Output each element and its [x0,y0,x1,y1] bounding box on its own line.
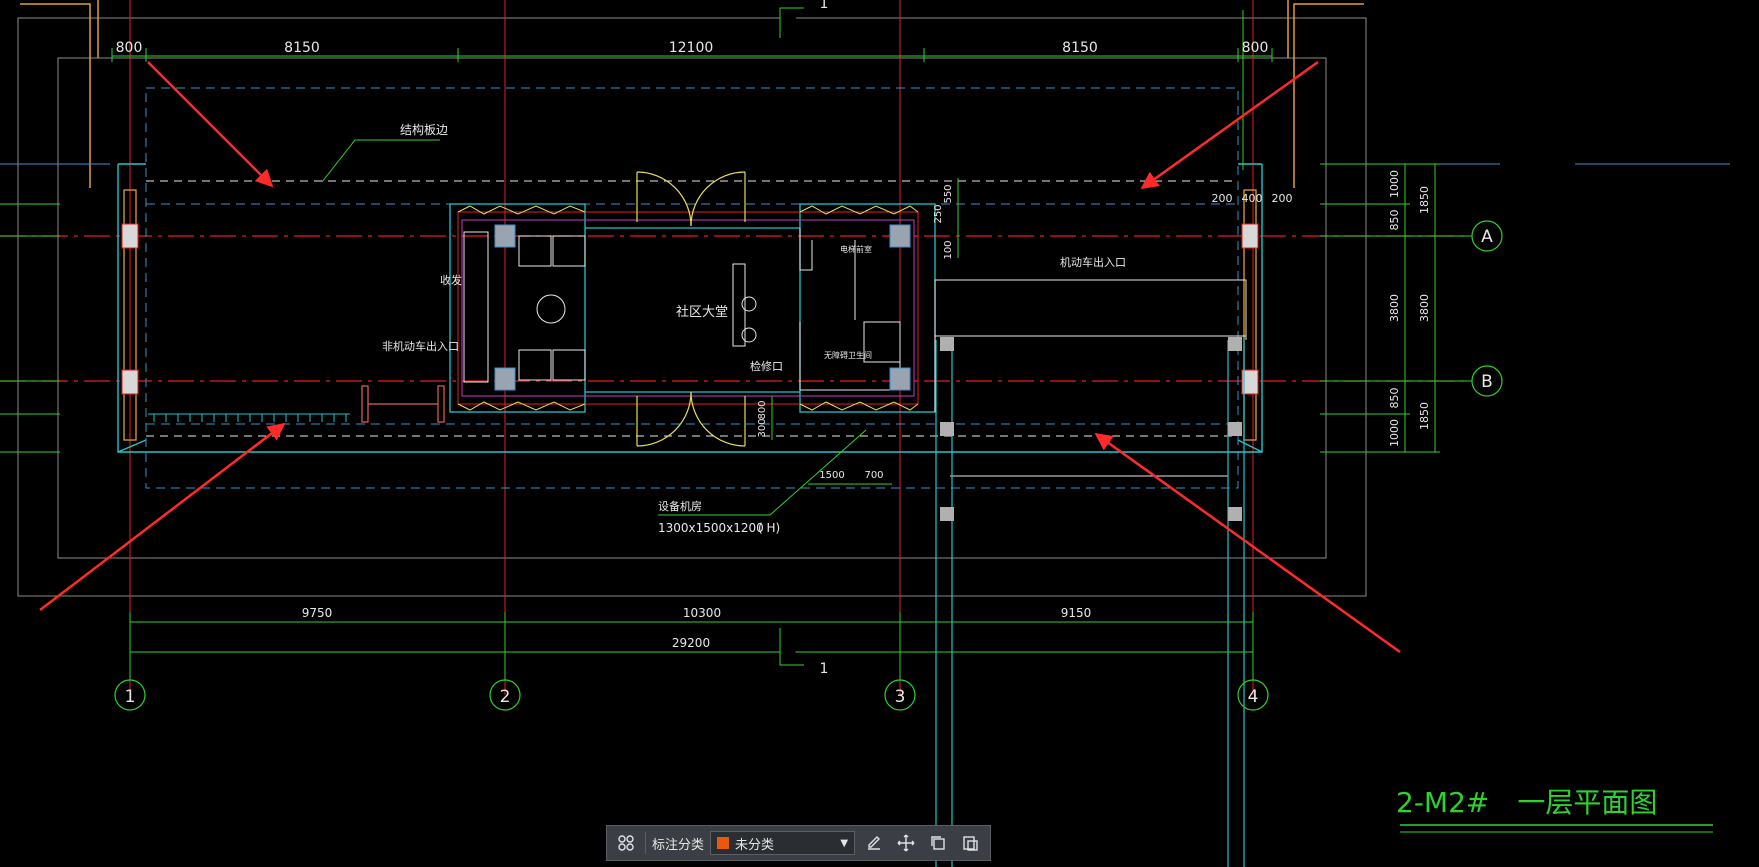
grid-bubble-labels-rows: A B [1481,227,1493,392]
end-columns [121,223,1259,395]
central-columns [494,224,911,391]
tr-dim-2: 200 [1272,192,1293,205]
drawing-title-block: 2-M2# 一层平面图 [1396,786,1713,833]
chevron-down-icon: ▼ [840,837,849,849]
right-dim-inner-0: 1850 [1418,186,1431,214]
category-label: 标注分类 [652,837,705,853]
grid-row-b: B [1481,372,1493,392]
paste-icon[interactable] [957,830,983,856]
entrance-doors [636,171,746,447]
label-toilet: 无障碍卫生间 [824,350,872,360]
bottom-dim-0: 9750 [302,606,333,620]
right-dim-1: 850 [1388,210,1401,231]
edit-icon[interactable] [861,830,887,856]
dim-250: 250 [933,204,944,223]
tr-dim-0: 200 [1212,192,1233,205]
top-dim-3: 8150 [1062,40,1098,56]
label-non-motor-entry: 非机动车出入口 [382,339,459,353]
end-walls [123,189,1257,441]
orange-structure [20,0,1364,188]
dim-300: 300 [757,418,768,437]
bottom-dimension-lines [129,612,1254,666]
top-dim-2: 12100 [669,40,714,56]
dim-100: 100 [943,240,954,259]
grid-bubbles-columns [114,630,1269,711]
bottom-dim-2: 9150 [1061,606,1092,620]
category-select[interactable]: 未分类 ▼ [710,831,856,855]
bottom-dimension-labels: 9750 10300 9150 29200 1 [302,606,1092,677]
category-color-swatch [717,837,730,849]
grid-bubble-labels-columns: 1 2 3 4 [125,687,1259,707]
small-dims: 550 100 250 300 800 1500 700 [757,184,954,481]
bottom-dim-1: 10300 [683,606,721,620]
leader-lines [321,139,867,516]
move-icon[interactable] [893,830,919,856]
grid-col-3: 3 [895,687,906,707]
small-dim-lines [771,178,959,485]
toolbar-separator [645,832,646,854]
structure-edge-dashed [145,87,1239,489]
label-small-room: 电梯前室 [840,244,872,254]
room-labels: 结构板边 社区大堂 收发 非机动车出入口 机动车出入口 检修口 设备机房 130… [382,122,1126,535]
drawing-title: 2-M2# 一层平面图 [1396,786,1657,819]
dim-800: 800 [757,400,768,419]
grid-col-2: 2 [500,687,511,707]
label-community-hall: 社区大堂 [676,304,728,320]
grid-row-a: A [1481,227,1493,247]
top-dim-0: 800 [116,40,143,56]
label-maintenance: 检修口 [750,359,783,373]
bottom-marker: 1 [820,661,829,677]
top-dim-1: 8150 [284,40,320,56]
grid-axis-vertical [129,0,1254,695]
building-outline [117,163,1263,453]
dim-1500: 1500 [819,470,844,481]
copy-icon[interactable] [925,830,951,856]
outer-frames [17,17,1367,597]
label-equipment-room: 设备机房 [658,499,702,513]
dim-550: 550 [943,184,954,203]
right-dim-3: 850 [1388,388,1401,409]
top-right-small-dims: 200 400 200 [1212,192,1293,205]
annotation-arrows[interactable] [39,60,1401,654]
annotation-toolbar: 标注分类 未分类 ▼ [606,825,991,861]
grid-bubbles-rows [1320,220,1503,397]
top-dimension-line [111,7,1273,170]
right-dim-0: 1000 [1388,170,1401,198]
right-dim-4: 1000 [1388,419,1401,447]
tr-dim-1: 400 [1242,192,1263,205]
label-motor-entry: 机动车出入口 [1060,255,1126,269]
barrier [361,385,445,423]
label-structure-edge: 结构板边 [400,122,448,137]
grid-col-1: 1 [125,687,136,707]
right-dimension-lines [0,163,1440,453]
top-dim-4: 800 [1242,40,1269,56]
ramp-columns [940,337,1242,521]
right-dim-inner-1: 3800 [1418,294,1431,322]
label-reception: 收发 [440,273,462,287]
white-dashed-lines [146,180,1238,437]
yellow-skylight-marks [457,205,919,411]
label-equipment-size: 1300x1500x1200 [658,521,764,535]
ramp-cyan-lines [935,340,1245,867]
grid-view-icon[interactable] [613,830,639,856]
right-dim-2: 3800 [1388,294,1401,322]
ramp-outline [934,279,1247,477]
right-dim-inner-2: 1850 [1418,402,1431,430]
dim-700: 700 [864,470,883,481]
label-equipment-h: ( H) [758,521,780,535]
sofas [518,235,757,381]
grid-col-4: 4 [1248,687,1259,707]
top-dimension-labels: 800 8150 12100 8150 800 1 [116,0,1269,56]
category-value: 未分类 [735,837,775,853]
top-marker: 1 [820,0,829,12]
total-dim: 29200 [672,636,710,650]
bike-rack-ticks [153,414,347,422]
grid-axis-horizontal [0,235,1470,382]
right-dimension-labels: 1000 850 3800 850 1000 1850 3800 1850 [1388,170,1431,447]
